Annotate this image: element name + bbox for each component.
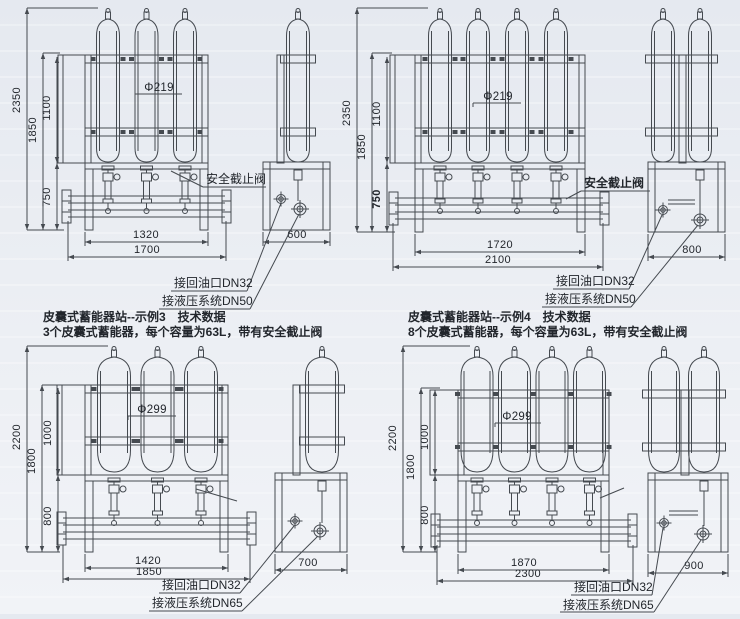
dim-inner-width: 1870 (511, 557, 537, 569)
dim-depth: 900 (684, 560, 704, 572)
diameter-label: Φ299 (502, 411, 532, 423)
return-port-label: 接回油口DN32 (556, 273, 635, 288)
dim-depth: 800 (682, 244, 702, 256)
diameter-label: Φ299 (137, 404, 167, 416)
dim-outer-width: 1700 (134, 244, 160, 256)
dim-outer-width: 2100 (485, 254, 511, 266)
dim-frame-height: 1850 (27, 117, 39, 143)
system-port-label: 接液压系统DN50 (545, 291, 636, 306)
dim-base-height: 750 (41, 187, 53, 207)
dim-outer-width: 2300 (515, 568, 541, 580)
system-port-label: 接液压系统DN65 (563, 597, 654, 612)
dim-upper-height: 1000 (419, 424, 431, 450)
dim-inner-width: 1720 (487, 239, 513, 251)
dim-upper-height: 1100 (41, 95, 53, 120)
dim-outer-width: 1850 (136, 566, 162, 578)
caption-example3: 皮囊式蓄能器站--示例3 技术数据3个皮囊式蓄能器，每个容量为63L，带有安全截… (42, 309, 322, 339)
dim-base-height: 750 (371, 189, 383, 209)
caption-example3-title: 皮囊式蓄能器站--示例3 技术数据 (42, 309, 226, 324)
dim-depth: 600 (287, 229, 307, 241)
caption-example4: 皮囊式蓄能器站--示例4 技术数据8个皮囊式蓄能器，每个容量为63L，带有安全截… (407, 309, 687, 339)
caption-example4-subtitle: 8个皮囊式蓄能器，每个容量为63L，带有安全截止阀 (408, 324, 687, 339)
diameter-label: Φ219 (144, 82, 174, 94)
system-port-label: 接液压系统DN50 (162, 293, 253, 308)
dim-upper-height: 1100 (371, 101, 383, 126)
dim-base-height: 800 (42, 506, 54, 526)
return-port-label: 接回油口DN32 (574, 579, 653, 594)
dim-total-height: 2350 (341, 100, 353, 126)
dim-inner-width: 1420 (135, 555, 161, 567)
dim-frame-height: 1850 (356, 134, 368, 160)
return-port-label: 接回油口DN32 (162, 577, 241, 592)
return-port-label: 接回油口DN32 (174, 275, 253, 290)
caption-example4-title: 皮囊式蓄能器站--示例4 技术数据 (407, 309, 591, 324)
dim-frame-height: 1800 (26, 448, 38, 474)
dim-total-height: 2200 (387, 425, 399, 451)
dim-total-height: 2350 (11, 87, 23, 113)
system-port-label: 接液压系统DN65 (152, 595, 243, 610)
dim-total-height: 2200 (11, 424, 23, 450)
dim-depth: 700 (298, 557, 318, 569)
dim-frame-height: 1800 (405, 454, 417, 480)
dim-inner-width: 1320 (133, 229, 159, 241)
diameter-label: Φ219 (483, 91, 513, 103)
dim-base-height: 800 (419, 505, 431, 525)
safety-valve-label: 安全截止阀 (584, 175, 644, 190)
caption-example3-subtitle: 3个皮囊式蓄能器，每个容量为63L，带有安全截止阀 (43, 324, 322, 339)
dim-upper-height: 1000 (42, 420, 54, 446)
safety-valve-label: 安全截止阀 (206, 171, 266, 186)
